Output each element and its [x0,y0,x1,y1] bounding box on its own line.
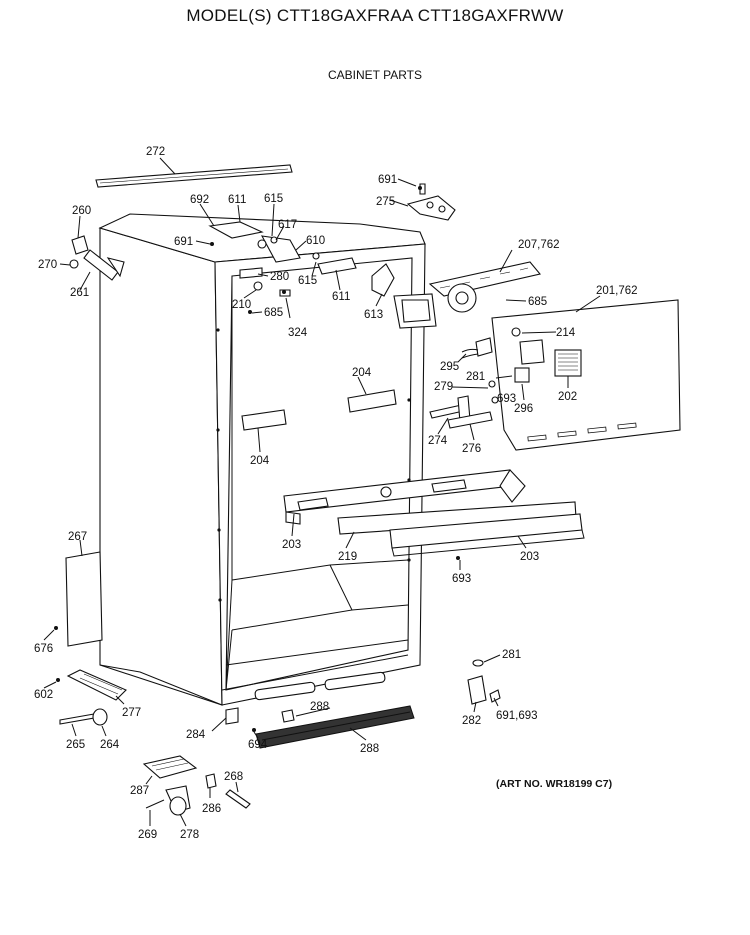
leveling-parts [59,669,127,726]
mullion-assembly [283,469,585,557]
callout-676: 676 [34,643,53,655]
side-rails [241,389,397,431]
screws [54,186,460,732]
diagram-subtitle: CABINET PARTS [327,68,423,82]
callout-615-mid: 615 [298,275,317,287]
bottom-grille [225,705,415,749]
callout-288-bottom: 288 [360,743,379,755]
callout-276: 276 [462,443,481,455]
callout-274: 274 [428,435,448,447]
callout-691-top: 691 [378,174,397,186]
top-hinge [406,183,456,221]
control-panel [461,299,681,451]
callout-207-762: 207,762 [518,239,560,251]
page-title: MODEL(S) CTT18GAXFRAA CTT18GAXFRWW [186,6,564,25]
callout-611-top: 611 [228,194,246,206]
leader-lines [43,157,601,827]
callout-275: 275 [376,196,395,208]
callout-203-left: 203 [282,539,301,551]
callout-210: 210 [232,299,251,311]
callout-602: 602 [34,689,53,701]
callout-692: 692 [190,194,209,206]
callout-691-left: 691 [174,236,193,248]
callout-284: 284 [186,729,206,741]
center-brackets [429,380,499,429]
callout-282: 282 [462,715,481,727]
callout-269: 269 [138,829,157,841]
callout-287: 287 [130,785,149,797]
callout-281-low: 281 [502,649,521,661]
callout-272: 272 [146,146,165,158]
callout-265: 265 [66,739,85,751]
callout-204-left: 204 [250,455,270,467]
callout-685-left: 685 [264,307,283,319]
callout-611-mid: 611 [332,291,350,303]
callout-268: 268 [224,771,243,783]
callout-214: 214 [556,327,576,339]
callout-685-right: 685 [528,296,547,308]
callout-295: 295 [440,361,459,373]
callout-615-top: 615 [264,193,283,205]
callout-694: 694 [248,739,268,751]
callout-277: 277 [122,707,141,719]
callout-691-693: 691,693 [496,710,538,722]
callout-286: 286 [202,803,221,815]
callout-labels: 272 691 275 260 692 611 615 617 691 610 … [34,146,638,841]
callout-270: 270 [38,259,57,271]
cabinet-body [98,213,426,706]
roller-assembly [142,755,251,816]
fan-and-evaporator [371,261,541,329]
callout-261: 261 [70,287,89,299]
callout-288-top: 288 [310,701,329,713]
callout-203-right: 203 [520,551,539,563]
callout-204-right: 204 [352,367,372,379]
callout-202: 202 [558,391,577,403]
callout-281-mid: 281 [466,371,485,383]
art-number: (ART NO. WR18199 C7) [496,778,613,790]
callout-693-low: 693 [452,573,471,585]
callout-201-762: 201,762 [596,285,638,297]
side-panel [65,551,103,647]
callout-296: 296 [514,403,533,415]
callout-693-mid: 693 [497,393,516,405]
top-trim-strip [95,164,293,188]
callout-280: 280 [270,271,289,283]
callout-260: 260 [72,205,91,217]
callout-613: 613 [364,309,383,321]
callout-264: 264 [100,739,120,751]
callout-267: 267 [68,531,87,543]
callout-219: 219 [338,551,357,563]
top-mechanism [208,221,357,297]
callout-278: 278 [180,829,199,841]
callout-617: 617 [278,219,297,231]
callout-610: 610 [306,235,325,247]
lower-hinge [467,659,501,705]
callout-324: 324 [288,327,308,339]
left-hinge-assembly [69,235,125,281]
callout-279: 279 [434,381,453,393]
